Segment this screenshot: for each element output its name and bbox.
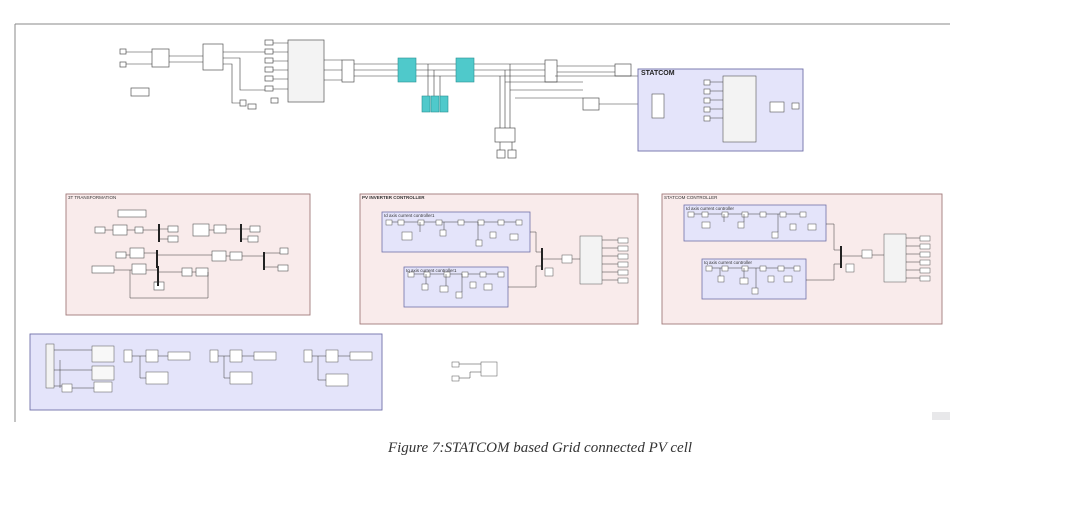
boost-converter-block xyxy=(202,43,224,71)
breakers xyxy=(397,57,475,113)
statcom-controller-label: STATCOM CONTROLLER xyxy=(664,195,718,200)
pv-mux xyxy=(541,248,543,270)
statcom-internals xyxy=(651,75,800,143)
measurement-subsystem xyxy=(29,333,383,411)
breaker-2 xyxy=(455,57,475,83)
transformation-wires xyxy=(105,228,280,299)
statcom-controller-internals xyxy=(687,211,931,295)
statcom-label: STATCOM xyxy=(641,70,675,77)
pv-controller-internals xyxy=(385,219,629,299)
measurement-internals xyxy=(45,343,373,393)
statcom-controller-wires xyxy=(694,213,920,288)
transformation-label: 3T TRANSFORMATION xyxy=(68,195,117,200)
pv-array-block xyxy=(151,48,170,68)
pv-d-axis-label: Id axis current controller1 xyxy=(384,213,435,218)
pv-controller-wires xyxy=(392,221,618,292)
transformation-subsystem xyxy=(65,193,311,316)
input-port xyxy=(119,61,127,68)
scope-group xyxy=(451,361,498,382)
transformation-demux xyxy=(156,224,265,286)
constant-block xyxy=(130,87,150,97)
pv-inverter-controller-label: PV INVERTER CONTROLLER xyxy=(362,195,425,200)
grid-block xyxy=(614,63,632,77)
statcom-d-axis-label: Id axis current controller xyxy=(686,206,735,211)
pv-q-axis-controller xyxy=(403,266,509,308)
statcom-mux xyxy=(840,246,842,268)
input-port xyxy=(119,48,127,55)
capacitor-c xyxy=(439,95,449,113)
figure-caption: Figure 7:STATCOM based Grid connected PV… xyxy=(387,440,693,456)
statcom-q-axis-label: Iq axis current controller xyxy=(704,260,753,265)
canvas-corner-badge xyxy=(932,412,950,420)
bus-block xyxy=(544,59,558,83)
inverter-block xyxy=(287,39,325,103)
power-circuit xyxy=(119,39,632,159)
pv-q-axis-label: Iq axis current controller1 xyxy=(406,268,457,273)
breaker-1 xyxy=(397,57,417,83)
filter-block xyxy=(341,59,355,83)
capacitor-a xyxy=(421,95,431,113)
measurement-wires xyxy=(54,349,350,389)
transformer-block xyxy=(582,97,600,111)
capacitor-b xyxy=(430,95,440,113)
load-block xyxy=(494,127,516,143)
